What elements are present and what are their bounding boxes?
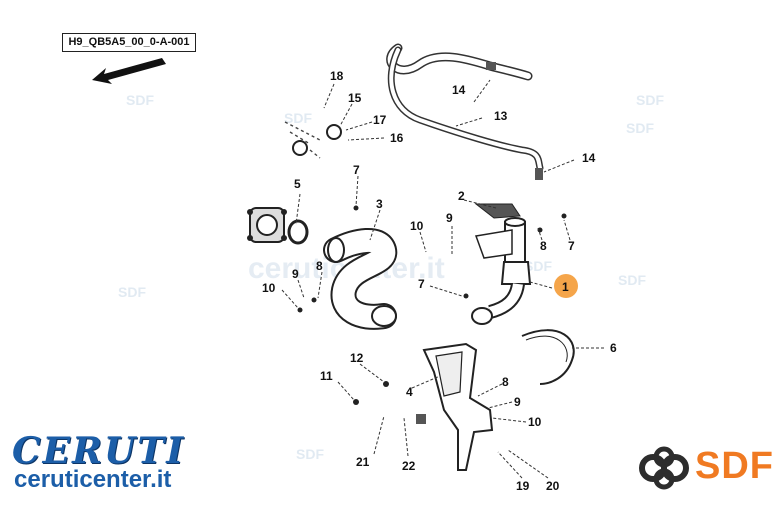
sdf-wordmark: SDF <box>695 445 774 487</box>
sdf-watermark: SDF <box>126 92 154 108</box>
callout-15: 15 <box>348 91 362 105</box>
sdf-watermark: SDF <box>524 258 552 274</box>
callout-8: 8 <box>540 239 547 253</box>
callout-3: 3 <box>376 197 383 211</box>
callout-13: 13 <box>494 109 508 123</box>
callout-5: 5 <box>294 177 301 191</box>
part-6-shield <box>521 329 575 385</box>
callout-20: 20 <box>546 479 560 493</box>
callout-21: 21 <box>356 455 370 469</box>
ceruti-website: ceruticenter.it <box>14 466 172 493</box>
direction-arrow <box>92 58 166 84</box>
callout-10: 10 <box>262 281 276 295</box>
callout-7: 7 <box>353 163 360 177</box>
highlight-bubble <box>554 274 578 298</box>
callout-19: 19 <box>516 479 530 493</box>
callout-7: 7 <box>418 277 425 291</box>
plug-part-15 <box>326 124 342 140</box>
sdf-emblem-icon <box>639 446 689 490</box>
callout-12: 12 <box>350 351 364 365</box>
callout-14: 14 <box>452 83 466 97</box>
callout-8: 8 <box>502 375 509 389</box>
ceruti-logo: CERUTI <box>12 430 186 472</box>
part-2-plate <box>474 229 513 259</box>
callout-4: 4 <box>406 385 413 399</box>
sdf-watermark: SDF <box>636 92 664 108</box>
part-1-pipe <box>471 217 532 325</box>
sdf-watermark: SDF <box>618 272 646 288</box>
callout-2: 2 <box>458 189 465 203</box>
callout-10: 10 <box>528 415 542 429</box>
callout-8: 8 <box>316 259 323 273</box>
sdf-watermark: SDF <box>296 446 324 462</box>
callout-16: 16 <box>390 131 404 145</box>
clamp-14 <box>486 62 496 70</box>
callout-9: 9 <box>292 267 299 281</box>
callout-7: 7 <box>568 239 575 253</box>
callout-22: 22 <box>402 459 416 473</box>
callout-10: 10 <box>410 219 424 233</box>
part-2-bracket <box>474 203 521 219</box>
sdf-watermark: SDF <box>284 110 312 126</box>
clamp-14b <box>535 168 543 180</box>
callout-6: 6 <box>610 341 617 355</box>
plug-part <box>292 140 308 156</box>
callout-18: 18 <box>330 69 344 83</box>
callout-17: 17 <box>373 113 387 127</box>
drawing-code-label: H9_QB5A5_00_0-A-001 <box>62 33 196 52</box>
callout-14: 14 <box>582 151 596 165</box>
callout-9: 9 <box>514 395 521 409</box>
callout-11: 11 <box>320 369 333 383</box>
callout-9: 9 <box>446 211 453 225</box>
sdf-watermark: SDF <box>118 284 146 300</box>
callout-1: 1 <box>562 280 569 294</box>
sdf-logo: SDF <box>637 443 777 493</box>
sdf-watermark: SDF <box>626 120 654 136</box>
part-5-housing <box>247 207 309 245</box>
